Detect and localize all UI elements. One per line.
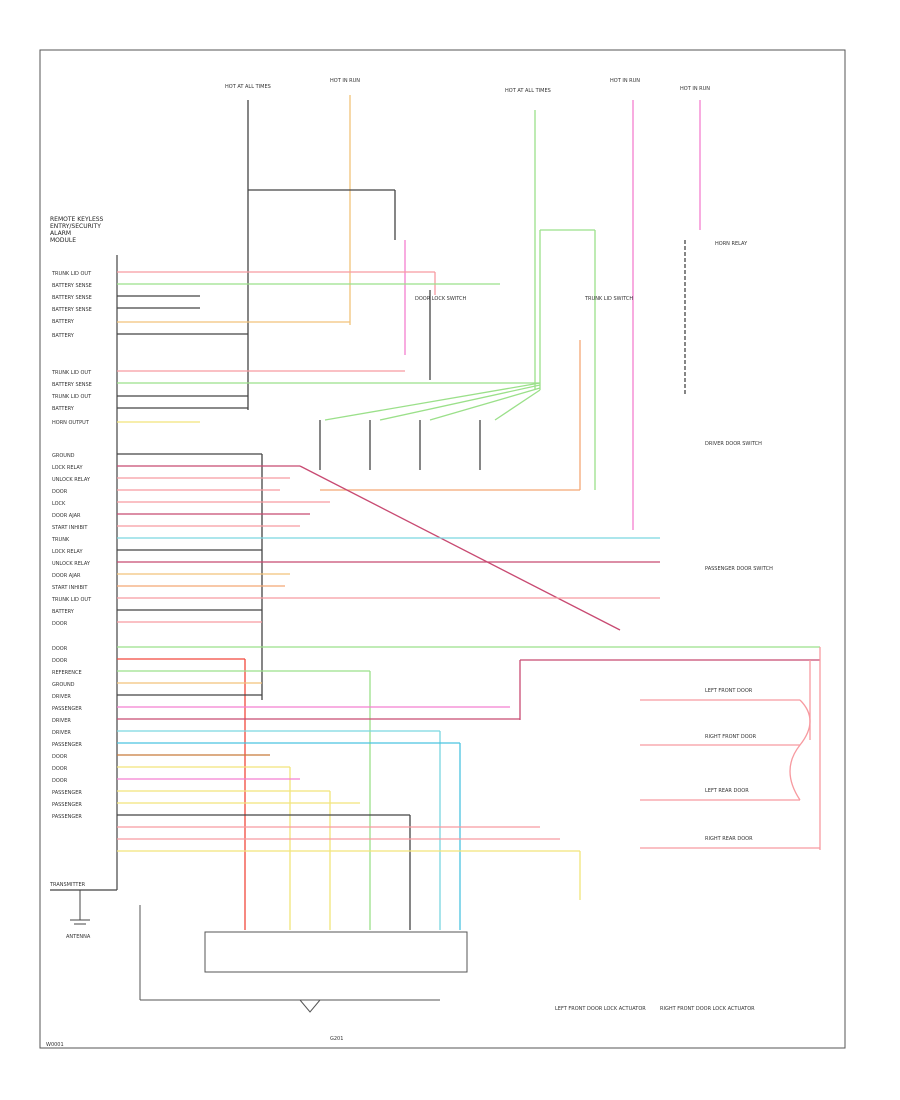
pin-label: LOCK RELAY	[52, 465, 83, 471]
pin-label: TRUNK LID OUT	[51, 597, 92, 603]
pins-lower: GROUND LOCK RELAY UNLOCK RELAY DOOR LOCK…	[51, 453, 92, 820]
top-labels: HOT AT ALL TIMES HOT IN RUN HOT AT ALL T…	[225, 78, 710, 94]
component-label: RIGHT FRONT DOOR	[705, 734, 757, 740]
pin-label: TRUNK LID OUT	[51, 370, 92, 376]
component-label: LEFT FRONT DOOR	[705, 688, 753, 694]
pin-label: REFERENCE	[52, 670, 82, 676]
pin-label: BATTERY SENSE	[52, 283, 92, 289]
door-lock-switches	[319, 229, 596, 491]
pin-label: BATTERY	[52, 319, 75, 325]
pin-label: HORN OUTPUT	[52, 420, 90, 426]
top-label: HOT AT ALL TIMES	[225, 84, 271, 90]
pin-label: DOOR AJAR	[52, 573, 81, 579]
top-label: HOT IN RUN	[330, 78, 360, 84]
pin-label: DOOR	[52, 658, 68, 664]
pin-label: DOOR	[52, 621, 68, 627]
pin-label: DOOR	[52, 766, 68, 772]
module-title-4: MODULE	[50, 237, 76, 244]
antenna-label: ANTENNA	[66, 934, 91, 940]
top-label: HOT AT ALL TIMES	[505, 88, 551, 94]
component-label: RIGHT FRONT DOOR LOCK ACTUATOR	[660, 1006, 755, 1012]
pin-label: BATTERY	[52, 406, 75, 412]
transmitter-label: TRANSMITTER	[49, 882, 86, 888]
component-label: HORN RELAY	[715, 241, 748, 247]
pin-label: BATTERY SENSE	[52, 382, 92, 388]
top-label: HOT IN RUN	[680, 86, 710, 92]
pin-label: LOCK RELAY	[52, 549, 83, 555]
component-label: TRUNK LID SWITCH	[584, 296, 633, 302]
pin-label: BATTERY	[52, 609, 75, 615]
pin-label: DRIVER	[52, 694, 71, 700]
pin-label: PASSENGER	[52, 706, 82, 712]
antenna-icon: ANTENNA	[66, 890, 91, 940]
component-labels: DOOR LOCK SWITCH TRUNK LID SWITCH DRIVER…	[330, 241, 773, 1042]
master-switch	[139, 905, 468, 1013]
pin-label: DOOR	[52, 646, 68, 652]
top-label: HOT IN RUN	[610, 78, 640, 84]
pin-label: PASSENGER	[52, 814, 82, 820]
pin-label: PASSENGER	[52, 742, 82, 748]
component-label: LEFT FRONT DOOR LOCK ACTUATOR	[555, 1006, 646, 1012]
module-title-1: REMOTE KEYLESS	[50, 216, 104, 223]
pin-label: START INHIBIT	[52, 585, 88, 591]
door-switches	[519, 647, 821, 850]
pin-label: DRIVER	[52, 730, 71, 736]
pin-label: DOOR	[52, 754, 68, 760]
pin-label: UNLOCK RELAY	[52, 477, 91, 483]
ground-label: G201	[330, 1036, 343, 1042]
keyless-module: REMOTE KEYLESS ENTRY/SECURITY ALARM MODU…	[49, 216, 118, 891]
pin-label: UNLOCK RELAY	[52, 561, 91, 567]
component-label: DRIVER DOOR SWITCH	[705, 441, 762, 447]
pin-label: BATTERY	[52, 333, 75, 339]
pin-label: GROUND	[52, 453, 75, 459]
pin-label: GROUND	[52, 682, 75, 688]
component-label: RIGHT REAR DOOR	[705, 836, 753, 842]
pin-label: BATTERY SENSE	[52, 295, 92, 301]
pin-label: TRUNK LID OUT	[51, 394, 92, 400]
pin-label: DOOR	[52, 778, 68, 784]
pins-upper: TRUNK LID OUT BATTERY SENSE BATTERY SENS…	[51, 271, 92, 426]
feed-wires	[247, 95, 701, 530]
upper-harness	[117, 271, 540, 423]
component-label: DOOR LOCK SWITCH	[415, 296, 467, 302]
pin-label: TRUNK	[51, 537, 70, 543]
footer-code: W0001	[46, 1042, 64, 1048]
diagram-frame	[39, 49, 846, 1049]
module-title-3: ALARM	[50, 230, 71, 237]
pin-label: TRUNK LID OUT	[51, 271, 92, 277]
pin-label: LOCK	[52, 501, 66, 507]
pin-label: DOOR	[52, 489, 68, 495]
module-title-2: ENTRY/SECURITY	[50, 223, 101, 230]
component-label: LEFT REAR DOOR	[705, 788, 749, 794]
component-label: PASSENGER DOOR SWITCH	[705, 566, 773, 572]
pin-label: BATTERY SENSE	[52, 307, 92, 313]
pin-label: DOOR AJAR	[52, 513, 81, 519]
pin-label: DRIVER	[52, 718, 71, 724]
lower-harness	[117, 453, 820, 930]
pin-label: PASSENGER	[52, 802, 82, 808]
pin-label: START INHIBIT	[52, 525, 88, 531]
pin-label: PASSENGER	[52, 790, 82, 796]
